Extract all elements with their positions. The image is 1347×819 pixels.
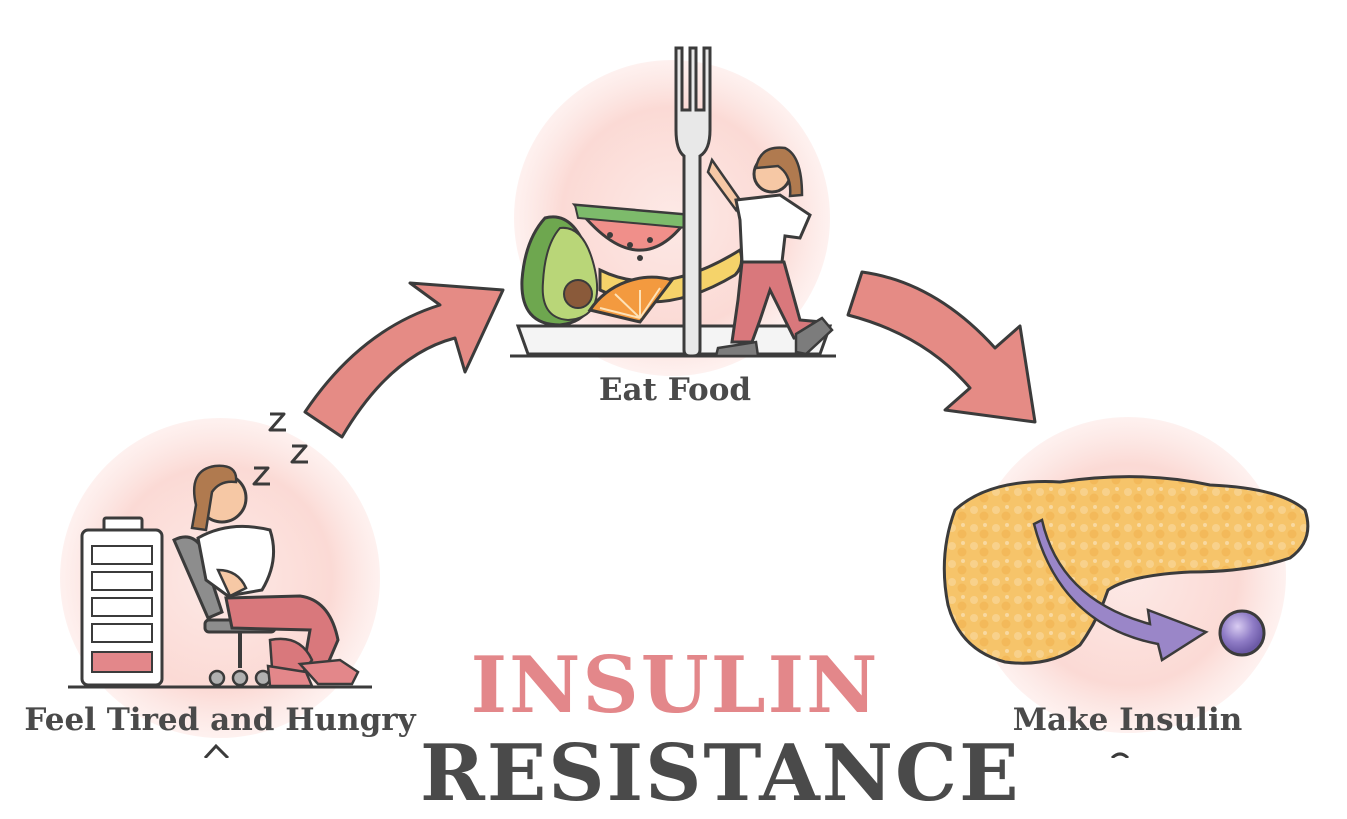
step-label-make-insulin: Make Insulin <box>1012 702 1243 738</box>
orange-slice <box>587 275 675 324</box>
title-line-1: INSULIN <box>470 640 880 731</box>
step-label-feel-tired: Feel Tired and Hungry <box>24 702 416 738</box>
arrow-tired-partial <box>203 743 230 758</box>
insulin-molecule <box>1218 609 1266 657</box>
insulin-cycle-diagram <box>60 46 1310 758</box>
arrow-make-partial <box>1110 752 1130 758</box>
zzz-icon <box>252 412 308 486</box>
eat-food-illustration <box>510 46 836 376</box>
avocado <box>520 215 599 327</box>
plate <box>515 324 833 356</box>
battery-low-icon <box>80 516 164 687</box>
title-line-2: RESISTANCE <box>420 728 1021 819</box>
arrow-eat-to-make <box>846 270 1037 424</box>
tired-person <box>190 464 360 688</box>
insulin-release-arrow <box>1032 518 1209 662</box>
tired-illustration <box>60 412 380 738</box>
woman-pushing-fork <box>706 146 834 358</box>
make-insulin-illustration <box>942 417 1310 733</box>
step-label-eat-food: Eat Food <box>598 372 752 408</box>
watermelon-slice <box>571 203 693 261</box>
fork-icon <box>674 46 712 358</box>
arrow-tired-to-eat <box>303 281 505 439</box>
